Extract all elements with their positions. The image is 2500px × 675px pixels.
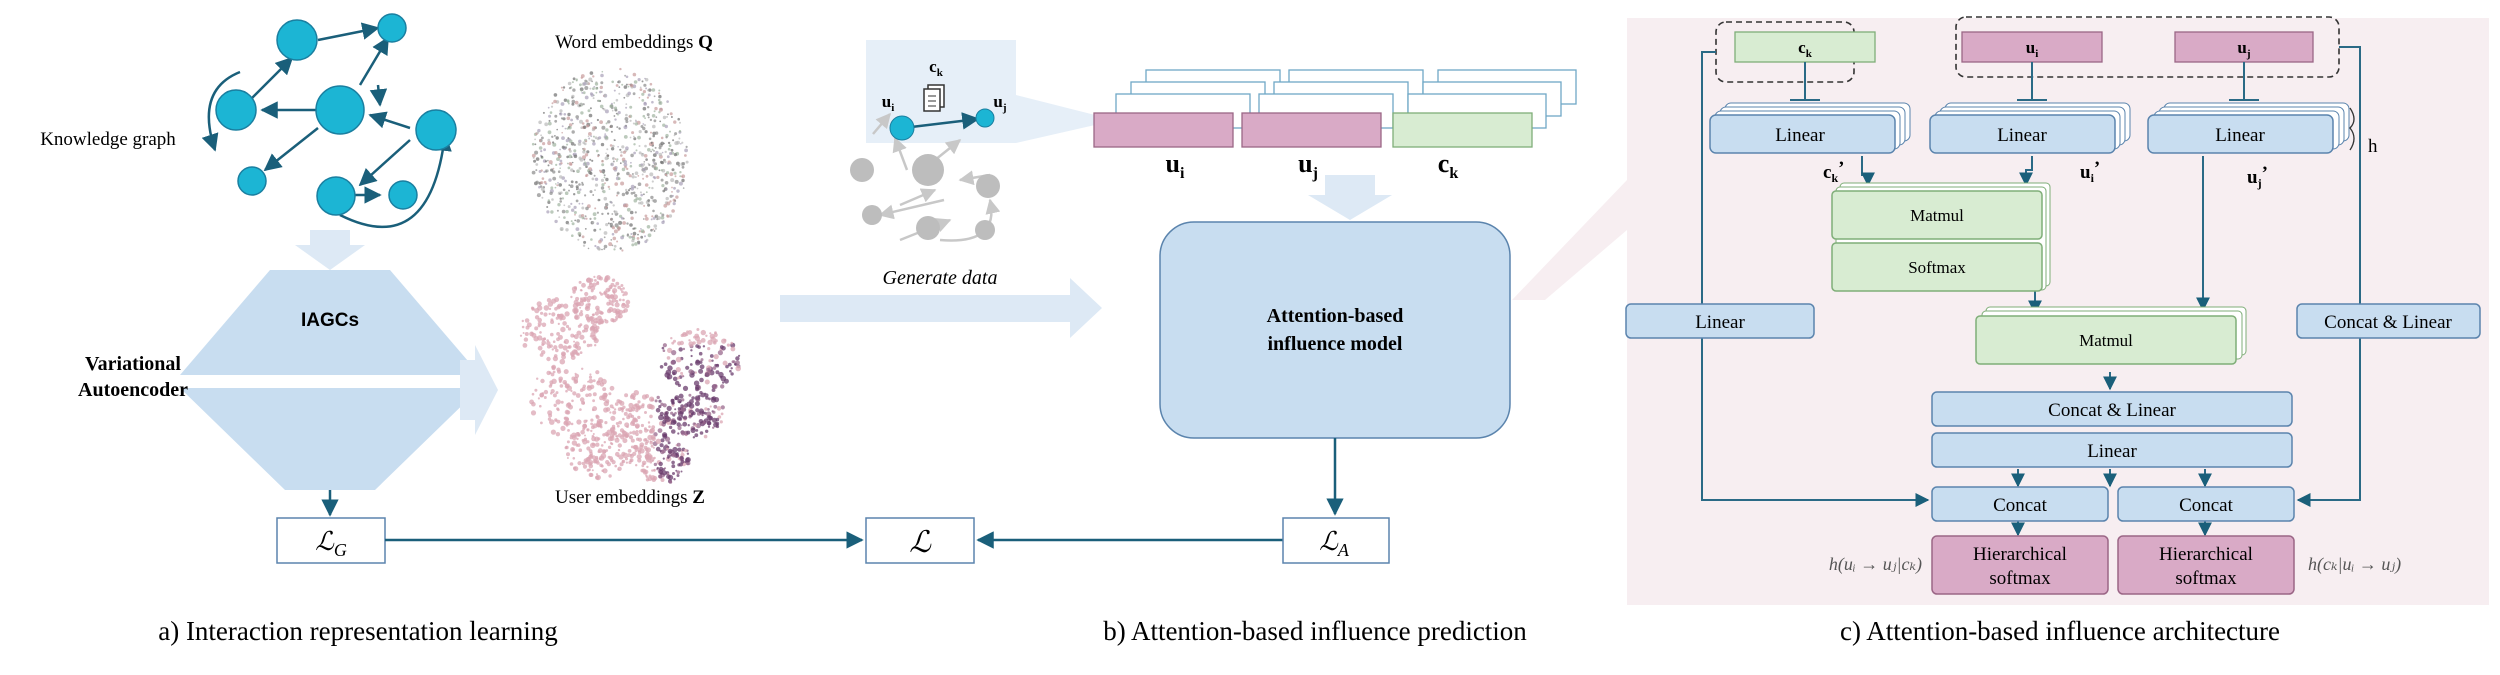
loss-g-box: [276, 517, 386, 564]
loss-a-label: ℒA: [1319, 527, 1350, 560]
ck-prime-label: ck’: [1823, 158, 1844, 185]
arrow-generate-to-model: [780, 278, 1102, 338]
linear-stack-ck: [1709, 102, 1911, 154]
matmul-2-stack: [1975, 306, 2247, 365]
stack-uj-label: uj: [1298, 149, 1318, 182]
user-embeddings-scatter: [519, 275, 741, 484]
caption-a: a) Interaction representation learning: [158, 616, 558, 646]
concat-right-label: Concat: [2179, 495, 2234, 516]
model-line-1: Attention-based: [1267, 305, 1404, 327]
generated-graph: [850, 84, 1001, 242]
hier-left-line-1: Hierarchical: [1973, 544, 2067, 565]
input-group-u: [1955, 16, 2340, 78]
graph-node: [315, 85, 365, 135]
left-formula: h(uᵢ → uⱼ|cₖ): [1829, 554, 1922, 575]
ui-prime-label: ui’: [2080, 158, 2100, 185]
loss-total-label: ℒ: [909, 526, 932, 559]
concat-linear-box: [1931, 391, 2293, 427]
linear-stack-ui: [1929, 102, 2131, 154]
linear-side-box: [1625, 303, 1815, 339]
concat-right-box: [2117, 486, 2295, 522]
linear-label: Linear: [2087, 441, 2137, 462]
loss-total-box: [865, 517, 975, 564]
arrow-vae-to-embeddings: [460, 345, 498, 435]
hier-right-line-2: softmax: [2175, 568, 2237, 589]
h-brace: [2349, 107, 2355, 151]
hier-left-line-2: softmax: [1989, 568, 2051, 589]
input-ui: [1961, 31, 2103, 63]
embedding-stack: [1093, 69, 1577, 148]
concat-linear-side-label: Concat & Linear: [2324, 312, 2452, 333]
word-embeddings-scatter: [531, 67, 689, 252]
graph-node: [276, 19, 318, 61]
arrow-stack-to-model: [1308, 175, 1392, 220]
graph-node: [415, 109, 457, 151]
linear-side-label: Linear: [1695, 312, 1745, 333]
graph-node: [388, 180, 418, 210]
vae-label-2: Autoencoder: [78, 379, 188, 401]
uj-prime-label: uj’: [2247, 163, 2268, 190]
gen-ck-label: ck: [929, 57, 944, 79]
graph-node: [215, 89, 257, 131]
svg-text:ui: ui: [2026, 38, 2039, 60]
graph-node: [316, 176, 356, 216]
h-label: h: [2368, 136, 2378, 157]
concat-linear-side-box: [2296, 303, 2481, 339]
ui-embedding: [1093, 112, 1234, 148]
caption-b: b) Attention-based influence prediction: [1103, 616, 1527, 646]
hier-softmax-right-box: [2117, 535, 2295, 595]
gen-uj-label: uj: [993, 92, 1006, 114]
hier-softmax-left-box: [1931, 535, 2109, 595]
matmul-2-label: Matmul: [2079, 331, 2133, 350]
ck-embedding: [1392, 112, 1533, 148]
concat-left-box: [1931, 486, 2109, 522]
gen-ui-label: ui: [882, 92, 895, 114]
stack-ui-label: ui: [1166, 149, 1185, 182]
loss-a-box: [1282, 517, 1390, 564]
concat-left-label: Concat: [1993, 495, 2048, 516]
svg-text:uj: uj: [2237, 38, 2250, 60]
linear-box: [1931, 432, 2293, 468]
softmax-label: Softmax: [1908, 258, 1966, 277]
linear-ui-label: Linear: [1997, 125, 2047, 146]
vae-block: IAGCs: [180, 270, 480, 490]
linear-ck-label: Linear: [1775, 125, 1825, 146]
linear-uj-label: Linear: [2215, 125, 2265, 146]
stack-ck-label: ck: [1438, 149, 1459, 182]
uj-embedding: [1241, 112, 1382, 148]
graph-node: [237, 166, 267, 196]
knowledge-graph-label: Knowledge graph: [40, 129, 176, 150]
influence-model-box: [1159, 221, 1511, 439]
knowledge-graph: [201, 13, 457, 229]
document-icon: [923, 84, 945, 112]
word-embeddings-label: Word embeddings Q: [555, 32, 713, 53]
linear-stack-uj: [2147, 102, 2350, 154]
matmul-softmax-stack: [1831, 182, 2051, 292]
generate-data-label: Generate data: [883, 267, 998, 289]
matmul-1-label: Matmul: [1910, 206, 1964, 225]
graph-node: [377, 13, 407, 43]
loss-g-label: ℒG: [315, 527, 347, 560]
model-line-2: influence model: [1268, 333, 1403, 355]
concat-linear-label: Concat & Linear: [2048, 400, 2176, 421]
zoom-wedge-c: [1512, 180, 1627, 300]
hier-right-line-1: Hierarchical: [2159, 544, 2253, 565]
input-ck: [1734, 31, 1876, 63]
vae-block-label: IAGCs: [301, 310, 359, 331]
svg-text:ck: ck: [1798, 38, 1813, 60]
user-embeddings-label: User embeddings Z: [555, 487, 705, 508]
right-formula: h(cₖ|uᵢ → uⱼ): [2308, 554, 2401, 575]
zoom-wedge: [1016, 95, 1095, 143]
caption-c: c) Attention-based influence architectur…: [1840, 616, 2280, 646]
vae-label-1: Variational: [85, 353, 181, 375]
arrow-graph-to-vae: [295, 230, 365, 270]
